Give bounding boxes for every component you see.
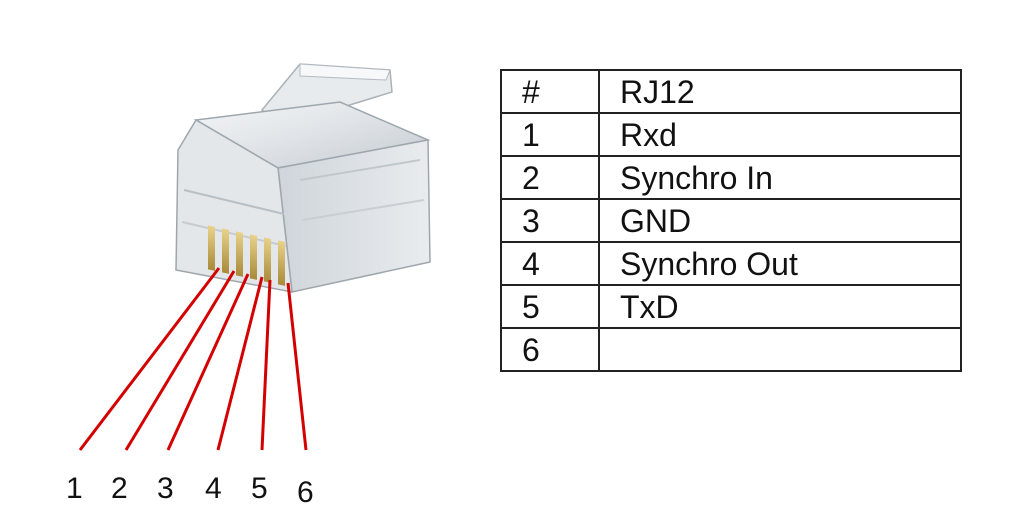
pin-label-1: 1 [66, 472, 83, 505]
table-row: 6 [500, 327, 962, 372]
pin-number: 3 [500, 198, 600, 243]
table-row: 4 Synchro Out [500, 241, 962, 286]
table-row: 1 Rxd [500, 112, 962, 157]
plug-front [175, 118, 293, 293]
pin-label-3: 3 [157, 472, 174, 505]
pin-signal: Synchro In [598, 155, 962, 200]
header-num: # [500, 69, 600, 114]
contact-pins [208, 225, 285, 286]
pin-signal: GND [598, 198, 962, 243]
pin-signal: Rxd [598, 112, 962, 157]
pin-label-2: 2 [111, 472, 128, 505]
pin-signal: TxD [598, 284, 962, 329]
table-row: 2 Synchro In [500, 155, 962, 200]
pin-number: 6 [500, 327, 600, 372]
table-row: 5 TxD [500, 284, 962, 329]
wire-pin-2 [124, 270, 236, 451]
wire-pin-5 [260, 279, 272, 451]
table-row: 3 GND [500, 198, 962, 243]
wire-pin-3 [166, 273, 250, 451]
wire-pin-1 [78, 267, 221, 451]
pin-number: 2 [500, 155, 600, 200]
pin-number: 4 [500, 241, 600, 286]
header-signal: RJ12 [598, 69, 962, 114]
rj12-plug [175, 63, 431, 293]
pin-number: 1 [500, 112, 600, 157]
pin-label-4: 4 [205, 472, 222, 505]
pin-label-5: 5 [251, 472, 268, 505]
pinout-table: # RJ12 1 Rxd 2 Synchro In 3 GND 4 Synchr… [500, 69, 962, 372]
pin-signal [598, 327, 962, 372]
pin-label-6: 6 [297, 476, 314, 509]
wire-pin-6 [286, 282, 308, 451]
table-header-row: # RJ12 [500, 69, 962, 114]
wire-pin-4 [216, 276, 264, 451]
pin-signal: Synchro Out [598, 241, 962, 286]
pin-wires [78, 267, 308, 451]
pin-number: 5 [500, 284, 600, 329]
